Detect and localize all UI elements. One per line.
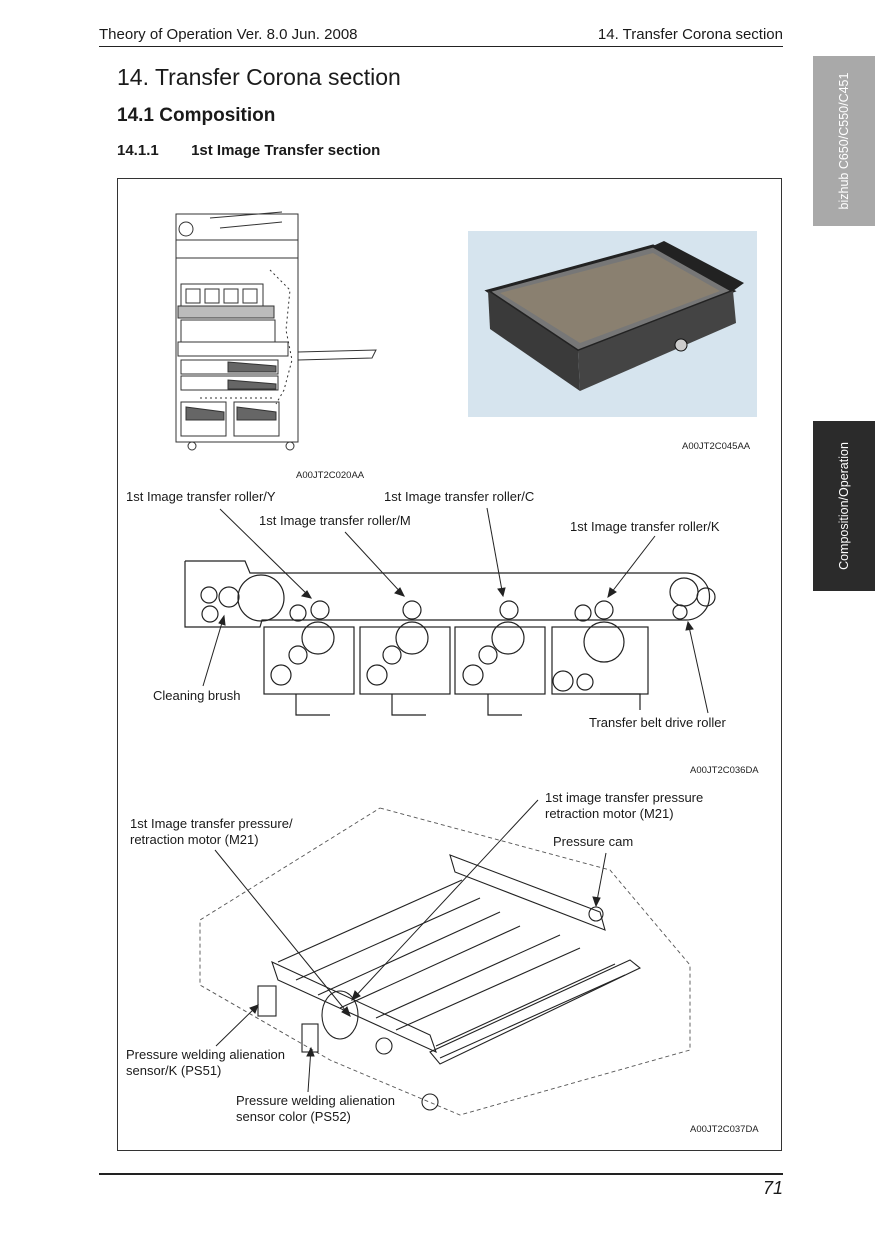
subsubsection-text: 1st Image Transfer section	[191, 142, 381, 159]
subsubsection-number: 14.1.1	[117, 142, 159, 159]
machine-code: A00JT2C020AA	[296, 470, 365, 481]
label-motor-right-line1: 1st image transfer pressure	[545, 790, 704, 805]
label-motor-left-line1: 1st Image transfer pressure/	[130, 816, 293, 831]
label-sensor-k-line2: sensor/K (PS51)	[126, 1063, 222, 1078]
label-motor-right: 1st image transfer pressure retraction m…	[545, 790, 703, 822]
figure-frame	[117, 178, 782, 1151]
label-roller-m: 1st Image transfer roller/M	[259, 513, 411, 528]
label-drive-roller: Transfer belt drive roller	[589, 715, 726, 730]
running-header-right: 14. Transfer Corona section	[597, 26, 783, 43]
page-number: 71	[762, 1178, 783, 1198]
label-sensor-k-line1: Pressure welding alienation	[126, 1047, 285, 1062]
label-sensor-color: Pressure welding alienation sensor color…	[236, 1093, 395, 1125]
section-title: 14. Transfer Corona section	[117, 64, 401, 90]
cross-section-code: A00JT2C036DA	[690, 765, 759, 776]
label-sensor-color-line1: Pressure welding alienation	[236, 1093, 395, 1108]
subsection-title: 14.1 Composition	[117, 105, 276, 126]
transfer-unit-photo	[468, 231, 757, 417]
label-motor-left: 1st Image transfer pressure/ retraction …	[130, 816, 293, 848]
footer-rule	[99, 1173, 783, 1175]
section-tab: Composition/Operation	[813, 421, 875, 591]
header-rule	[99, 46, 783, 47]
perspective-code: A00JT2C037DA	[690, 1124, 759, 1135]
label-pressure-cam: Pressure cam	[553, 834, 634, 849]
label-roller-c: 1st Image transfer roller/C	[384, 489, 535, 504]
label-sensor-k: Pressure welding alienation sensor/K (PS…	[126, 1047, 285, 1079]
label-motor-left-line2: retraction motor (M21)	[130, 832, 259, 847]
model-tab: bizhub C650/C550/C451	[813, 56, 875, 226]
label-sensor-color-line2: sensor color (PS52)	[236, 1109, 351, 1124]
label-cleaning-brush: Cleaning brush	[153, 688, 241, 703]
label-roller-y: 1st Image transfer roller/Y	[126, 489, 276, 504]
label-motor-right-line2: retraction motor (M21)	[545, 806, 674, 821]
unit-photo-code: A00JT2C045AA	[682, 441, 751, 452]
label-roller-k: 1st Image transfer roller/K	[570, 519, 720, 534]
running-header-left: Theory of Operation Ver. 8.0 Jun. 2008	[99, 26, 358, 43]
transfer-unit-image	[484, 241, 744, 391]
subsubsection-title: 14.1.1 1st Image Transfer section	[117, 142, 380, 159]
